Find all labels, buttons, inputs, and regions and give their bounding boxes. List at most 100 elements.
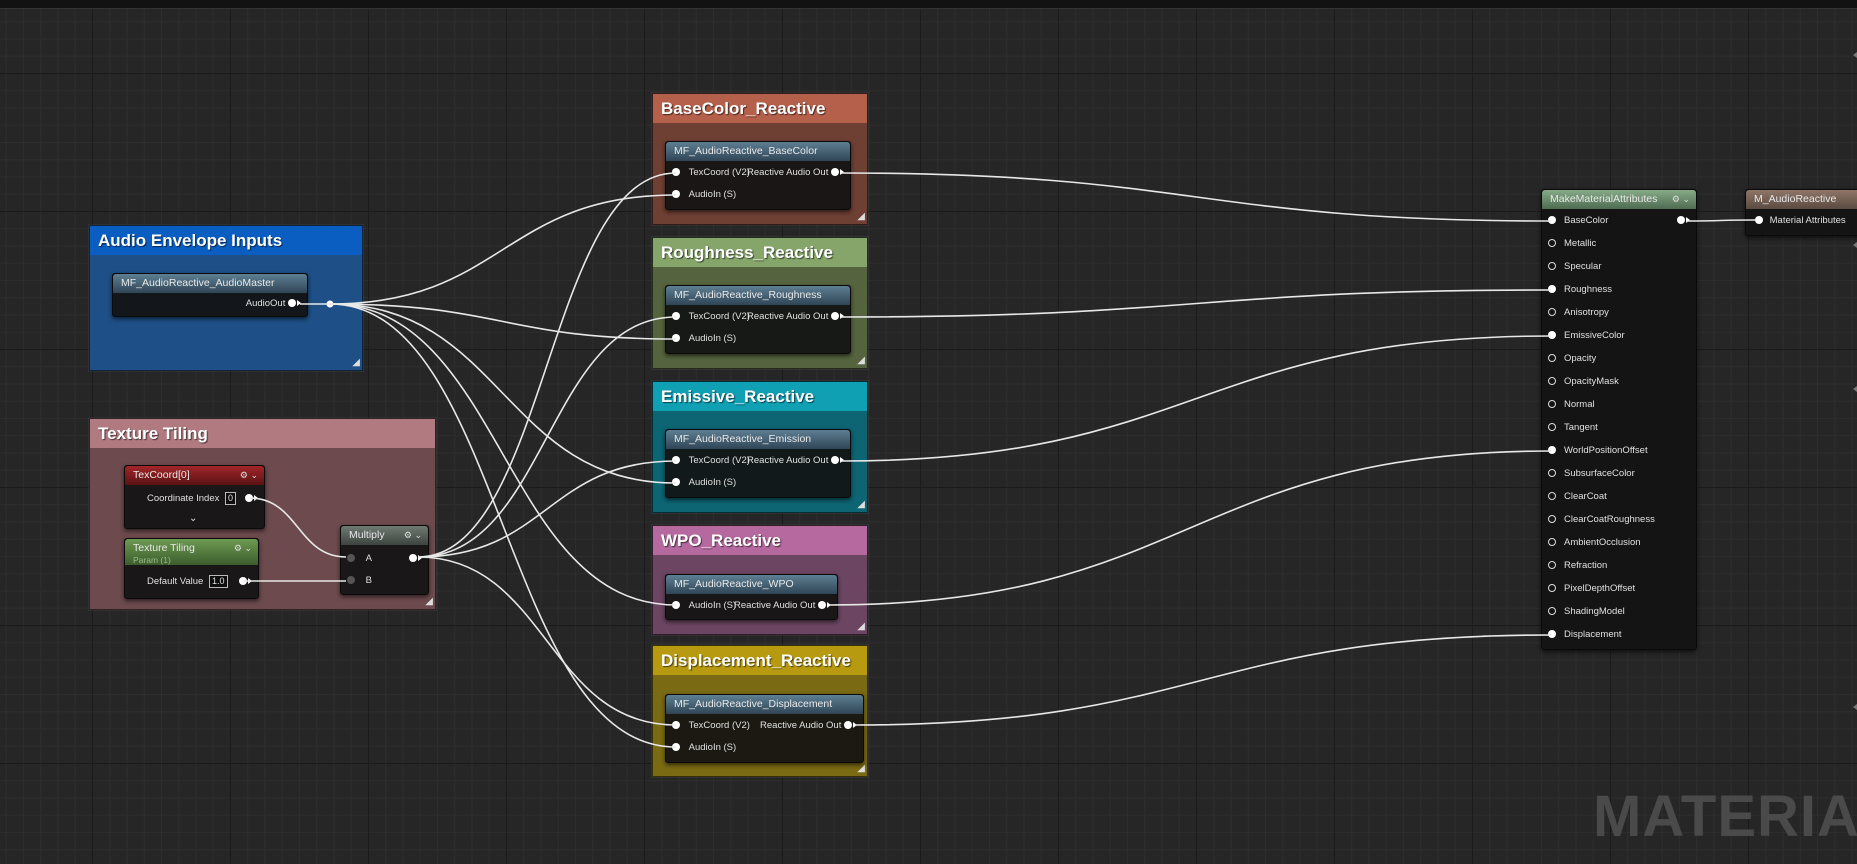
- pin-connector-icon[interactable]: [672, 456, 680, 465]
- pin-connector-icon[interactable]: [1548, 262, 1556, 271]
- node-options-icon[interactable]: ⚙ ⌄: [403, 530, 422, 540]
- pin-connector-icon[interactable]: [1548, 239, 1556, 248]
- input-pin-a[interactable]: A: [347, 552, 372, 566]
- input-pin-ambientocclusion[interactable]: AmbientOcclusion: [1548, 536, 1641, 550]
- input-pin-shadingmodel[interactable]: ShadingModel: [1548, 605, 1625, 619]
- comment-title[interactable]: WPO_Reactive: [653, 526, 867, 555]
- pin-connector-icon[interactable]: [1548, 469, 1556, 478]
- pin-connector-icon[interactable]: [1548, 400, 1556, 409]
- input-pin-audioin[interactable]: AudioIn (S): [672, 741, 736, 755]
- input-pin-texcoord[interactable]: TexCoord (V2): [672, 719, 750, 733]
- pin-connector-icon[interactable]: [672, 601, 680, 610]
- input-pin-material-attributes[interactable]: Material Attributes: [1755, 214, 1846, 228]
- pin-connector-icon[interactable]: [1548, 538, 1556, 547]
- node-title[interactable]: Multiply ⚙ ⌄: [341, 526, 428, 545]
- resize-grip-icon[interactable]: ◢: [857, 355, 865, 366]
- resize-grip-icon[interactable]: ◢: [857, 763, 865, 774]
- comment-title[interactable]: BaseColor_Reactive: [653, 94, 867, 123]
- pin-connector-icon[interactable]: [672, 478, 680, 487]
- input-pin-b[interactable]: B: [347, 574, 372, 588]
- input-default-value[interactable]: Default Value 1.0: [147, 575, 228, 589]
- node-options-icon[interactable]: ⚙ ⌄: [239, 470, 258, 480]
- resize-grip-icon[interactable]: ◢: [857, 499, 865, 510]
- input-pin-audioin[interactable]: AudioIn (S): [672, 476, 736, 490]
- node-mf-basecolor[interactable]: MF_AudioReactive_BaseColor TexCoord (V2)…: [665, 141, 851, 210]
- pin-connector-icon[interactable]: [1755, 216, 1763, 225]
- output-pin-reactive-audio-out[interactable]: Reactive Audio Out: [747, 310, 844, 324]
- pin-connector-icon[interactable]: [1548, 446, 1556, 455]
- input-pin-normal[interactable]: Normal: [1548, 398, 1595, 412]
- node-title[interactable]: Texture Tiling ⚙ ⌄ Param (1): [125, 539, 258, 565]
- output-pin-reactive-audio-out[interactable]: Reactive Audio Out: [747, 166, 844, 180]
- node-texture-tiling-param[interactable]: Texture Tiling ⚙ ⌄ Param (1) Default Val…: [124, 538, 259, 599]
- expand-chevron-icon[interactable]: ⌄: [189, 513, 198, 524]
- input-pin-texcoord[interactable]: TexCoord (V2): [672, 166, 750, 180]
- input-pin-texcoord[interactable]: TexCoord (V2): [672, 454, 750, 468]
- node-mf-wpo[interactable]: MF_AudioReactive_WPO AudioIn (S) Reactiv…: [665, 574, 838, 620]
- pin-connector-icon[interactable]: [1548, 354, 1556, 363]
- pin-connector-icon[interactable]: [818, 601, 826, 610]
- input-pin-texcoord[interactable]: TexCoord (V2): [672, 310, 750, 324]
- node-title[interactable]: MF_AudioReactive_WPO: [666, 575, 837, 594]
- pin-connector-icon[interactable]: [409, 554, 417, 563]
- pin-connector-icon[interactable]: [672, 312, 680, 321]
- input-pin-metallic[interactable]: Metallic: [1548, 237, 1596, 251]
- pin-connector-icon[interactable]: [1548, 561, 1556, 570]
- output-pin-reactive-audio-out[interactable]: Reactive Audio Out: [747, 454, 844, 468]
- input-coordinate-index[interactable]: Coordinate Index 0: [147, 492, 237, 506]
- node-options-icon[interactable]: ⚙ ⌄: [233, 543, 252, 553]
- pin-connector-icon[interactable]: [239, 577, 247, 586]
- pin-connector-icon[interactable]: [1548, 423, 1556, 432]
- output-pin-reactive-audio-out[interactable]: Reactive Audio Out: [760, 719, 857, 733]
- node-title[interactable]: MF_AudioReactive_AudioMaster: [113, 274, 307, 293]
- input-pin-refraction[interactable]: Refraction: [1548, 559, 1607, 573]
- comment-title[interactable]: Emissive_Reactive: [653, 382, 867, 411]
- comment-title[interactable]: Audio Envelope Inputs: [90, 226, 362, 255]
- input-pin-subsurfacecolor[interactable]: SubsurfaceColor: [1548, 467, 1635, 481]
- node-title[interactable]: MF_AudioReactive_BaseColor: [666, 142, 850, 161]
- pin-connector-icon[interactable]: [288, 299, 296, 308]
- output-pin-audio-out[interactable]: AudioOut: [246, 297, 301, 311]
- resize-grip-icon[interactable]: ◢: [425, 596, 433, 607]
- input-pin-audioin[interactable]: AudioIn (S): [672, 188, 736, 202]
- input-pin-opacity[interactable]: Opacity: [1548, 352, 1596, 366]
- output-pin[interactable]: [245, 492, 258, 506]
- pin-connector-icon[interactable]: [1548, 607, 1556, 616]
- node-multiply[interactable]: Multiply ⚙ ⌄ A B: [340, 525, 429, 595]
- resize-grip-icon[interactable]: ◢: [352, 357, 360, 368]
- pin-connector-icon[interactable]: [1677, 216, 1685, 225]
- pin-connector-icon[interactable]: [672, 743, 680, 752]
- node-texcoord[interactable]: TexCoord[0] ⚙ ⌄ Coordinate Index 0 ⌄: [124, 465, 265, 529]
- input-pin-clearcoatroughness[interactable]: ClearCoatRoughness: [1548, 513, 1655, 527]
- input-pin-audioin[interactable]: AudioIn (S): [672, 332, 736, 346]
- comment-title[interactable]: Texture Tiling: [90, 419, 435, 448]
- input-pin-displacement[interactable]: Displacement: [1548, 628, 1622, 642]
- pin-connector-icon[interactable]: [672, 190, 680, 199]
- node-title[interactable]: MakeMaterialAttributes ⚙ ⌄: [1542, 190, 1696, 209]
- pin-connector-icon[interactable]: [672, 721, 680, 730]
- output-pin[interactable]: [239, 575, 252, 589]
- pin-connector-icon[interactable]: [1548, 584, 1556, 593]
- node-title[interactable]: TexCoord[0] ⚙ ⌄: [125, 466, 264, 485]
- node-mf-emission[interactable]: MF_AudioReactive_Emission TexCoord (V2) …: [665, 429, 851, 498]
- pin-connector-icon[interactable]: [1548, 630, 1556, 639]
- pin-connector-icon[interactable]: [1548, 492, 1556, 501]
- pin-connector-icon[interactable]: [1548, 308, 1556, 317]
- output-pin-reactive-audio-out[interactable]: Reactive Audio Out: [734, 599, 831, 613]
- pin-connector-icon[interactable]: [245, 494, 253, 503]
- input-pin-opacitymask[interactable]: OpacityMask: [1548, 375, 1619, 389]
- input-pin-basecolor[interactable]: BaseColor: [1548, 214, 1608, 228]
- node-title[interactable]: MF_AudioReactive_Displacement: [666, 695, 863, 714]
- pin-connector-icon[interactable]: [1548, 331, 1556, 340]
- pin-connector-icon[interactable]: [831, 168, 839, 177]
- node-audio-master[interactable]: MF_AudioReactive_AudioMaster AudioOut: [112, 273, 308, 317]
- input-pin-worldpositionoffset[interactable]: WorldPositionOffset: [1548, 444, 1648, 458]
- output-pin[interactable]: [1677, 214, 1690, 228]
- input-pin-pixeldepthoffset[interactable]: PixelDepthOffset: [1548, 582, 1635, 596]
- node-title[interactable]: MF_AudioReactive_Emission: [666, 430, 850, 449]
- input-pin-audioin[interactable]: AudioIn (S): [672, 599, 736, 613]
- pin-connector-icon[interactable]: [1548, 216, 1556, 225]
- pin-connector-icon[interactable]: [1548, 285, 1556, 294]
- default-value-field[interactable]: 1.0: [208, 575, 228, 588]
